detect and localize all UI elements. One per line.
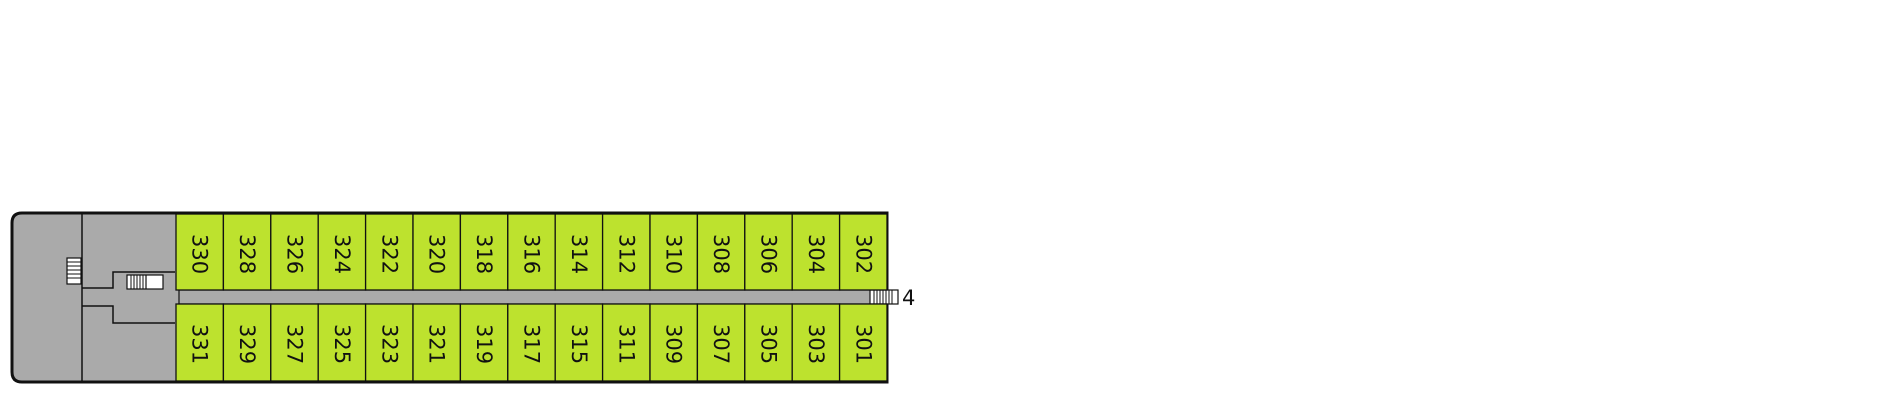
staircase-icon[interactable] (66, 257, 82, 285)
cabin-box[interactable] (364, 303, 414, 382)
cabin-307[interactable]: 307 (696, 303, 746, 382)
cabin-number: 311 (614, 324, 638, 364)
cabin-325[interactable]: 325 (317, 303, 367, 382)
cabin-number: 329 (235, 324, 259, 364)
cabin-row-top: 330 328 326 324 322 320 318 316 314 312 310 308 306 3… (175, 213, 888, 291)
cabin-number: 315 (567, 324, 591, 364)
cabin-301[interactable]: 301 (838, 303, 888, 382)
cabin-box[interactable] (507, 213, 556, 291)
cabin-312[interactable]: 312 (601, 213, 651, 291)
cabin-number: 318 (472, 234, 496, 274)
cabin-number: 317 (520, 324, 544, 364)
cabin-number: 304 (804, 234, 828, 274)
cabin-box[interactable] (649, 213, 699, 291)
cabin-box[interactable] (601, 303, 651, 382)
cabin-number: 309 (662, 324, 686, 364)
cabin-317[interactable]: 317 (507, 303, 556, 382)
cabin-number: 324 (330, 234, 354, 274)
cabin-number: 308 (709, 234, 733, 274)
cabin-315[interactable]: 315 (554, 303, 604, 382)
cabin-box[interactable] (459, 213, 509, 291)
cabin-box[interactable] (317, 213, 367, 291)
lobby-outline (82, 271, 175, 324)
cabin-316[interactable]: 316 (507, 213, 556, 291)
stair-link-label[interactable]: 4 (902, 286, 915, 310)
cabin-number: 328 (235, 234, 259, 274)
cabin-row-bottom: 331 329 327 325 323 321 319 317 315 311 309 307 305 3… (175, 303, 888, 382)
cabin-box[interactable] (175, 213, 225, 291)
cabin-number: 322 (377, 234, 401, 274)
cabin-320[interactable]: 320 (412, 213, 462, 291)
cabin-box[interactable] (696, 213, 746, 291)
cabin-number: 327 (283, 324, 307, 364)
cabin-box[interactable] (601, 213, 651, 291)
cabin-number: 307 (709, 324, 733, 364)
cabin-box[interactable] (554, 303, 604, 382)
cabin-323[interactable]: 323 (364, 303, 414, 382)
cabin-327[interactable]: 327 (270, 303, 319, 382)
cabin-box[interactable] (317, 303, 367, 382)
cabin-box[interactable] (222, 213, 272, 291)
cabin-box[interactable] (412, 213, 462, 291)
cabin-311[interactable]: 311 (601, 303, 651, 382)
cabin-number: 323 (377, 324, 401, 364)
cabin-318[interactable]: 318 (459, 213, 509, 291)
cabin-number: 306 (757, 234, 781, 274)
cabin-321[interactable]: 321 (412, 303, 462, 382)
cabin-box[interactable] (838, 303, 888, 382)
cabin-number: 320 (425, 234, 449, 274)
cabin-304[interactable]: 304 (791, 213, 841, 291)
cabin-box[interactable] (554, 213, 604, 291)
cabin-number: 303 (804, 324, 828, 364)
cabin-331[interactable]: 331 (175, 303, 225, 382)
staircase-icon[interactable] (869, 289, 899, 305)
cabin-number: 325 (330, 324, 354, 364)
cabin-box[interactable] (270, 213, 319, 291)
cabin-number: 312 (614, 234, 638, 274)
cabin-number: 319 (472, 324, 496, 364)
cabin-303[interactable]: 303 (791, 303, 841, 382)
cabin-number: 310 (662, 234, 686, 274)
cabin-box[interactable] (507, 303, 556, 382)
cabin-314[interactable]: 314 (554, 213, 604, 291)
cabin-number: 302 (851, 234, 875, 274)
cabin-box[interactable] (744, 303, 793, 382)
cabin-326[interactable]: 326 (270, 213, 319, 291)
cabin-309[interactable]: 309 (649, 303, 699, 382)
cabin-330[interactable]: 330 (175, 213, 225, 291)
cabin-number: 301 (851, 324, 875, 364)
cabin-number: 330 (188, 234, 212, 274)
cabin-324[interactable]: 324 (317, 213, 367, 291)
corridor (178, 289, 888, 305)
cabin-number: 321 (425, 324, 449, 364)
cabin-number: 326 (283, 234, 307, 274)
cabin-number: 331 (188, 324, 212, 364)
cabin-306[interactable]: 306 (744, 213, 793, 291)
cabin-box[interactable] (696, 303, 746, 382)
cabin-310[interactable]: 310 (649, 213, 699, 291)
cabin-box[interactable] (412, 303, 462, 382)
cabin-box[interactable] (459, 303, 509, 382)
cabin-number: 316 (520, 234, 544, 274)
cabin-319[interactable]: 319 (459, 303, 509, 382)
cabin-number: 305 (757, 324, 781, 364)
cabin-box[interactable] (791, 213, 841, 291)
cabin-box[interactable] (649, 303, 699, 382)
cabin-308[interactable]: 308 (696, 213, 746, 291)
staircase-icon[interactable] (126, 274, 164, 290)
cabin-box[interactable] (838, 213, 888, 291)
cabin-305[interactable]: 305 (744, 303, 793, 382)
cabin-328[interactable]: 328 (222, 213, 272, 291)
cabin-302[interactable]: 302 (838, 213, 888, 291)
cabin-box[interactable] (222, 303, 272, 382)
cabin-322[interactable]: 322 (364, 213, 414, 291)
cabin-number: 314 (567, 234, 591, 274)
cabin-box[interactable] (744, 213, 793, 291)
cabin-329[interactable]: 329 (222, 303, 272, 382)
cabin-box[interactable] (270, 303, 319, 382)
